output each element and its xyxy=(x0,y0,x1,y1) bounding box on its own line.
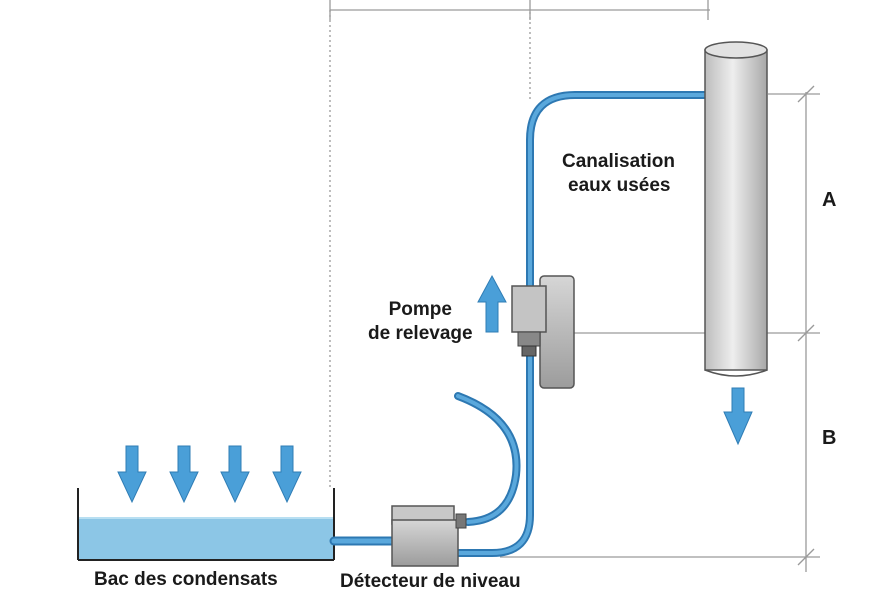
detector-label: Détecteur de niveau xyxy=(340,571,521,592)
dimension-a-label: A xyxy=(822,189,837,211)
wastewater-pipe xyxy=(704,41,768,377)
canalisation-label: Canalisation eaux usées xyxy=(562,150,675,198)
canalisation-label-line1: Canalisation xyxy=(562,151,675,172)
pump-label: Pompe de relevage xyxy=(368,298,473,346)
pump-label-line2: de relevage xyxy=(368,323,473,344)
tray-label: Bac des condensats xyxy=(94,569,278,590)
condensate-arrows xyxy=(117,445,302,504)
canalisation-label-line2: eaux usées xyxy=(568,175,671,196)
pump-label-line1: Pompe xyxy=(388,299,452,320)
hoses xyxy=(329,91,709,557)
lift-pump xyxy=(511,275,575,389)
drain-arrow-icon xyxy=(723,387,753,446)
pump-up-arrow-icon xyxy=(477,274,507,333)
level-detector xyxy=(391,505,467,567)
dimension-lines xyxy=(329,0,820,572)
dimension-b-label: B xyxy=(822,427,837,449)
condensate-tray xyxy=(77,488,335,561)
